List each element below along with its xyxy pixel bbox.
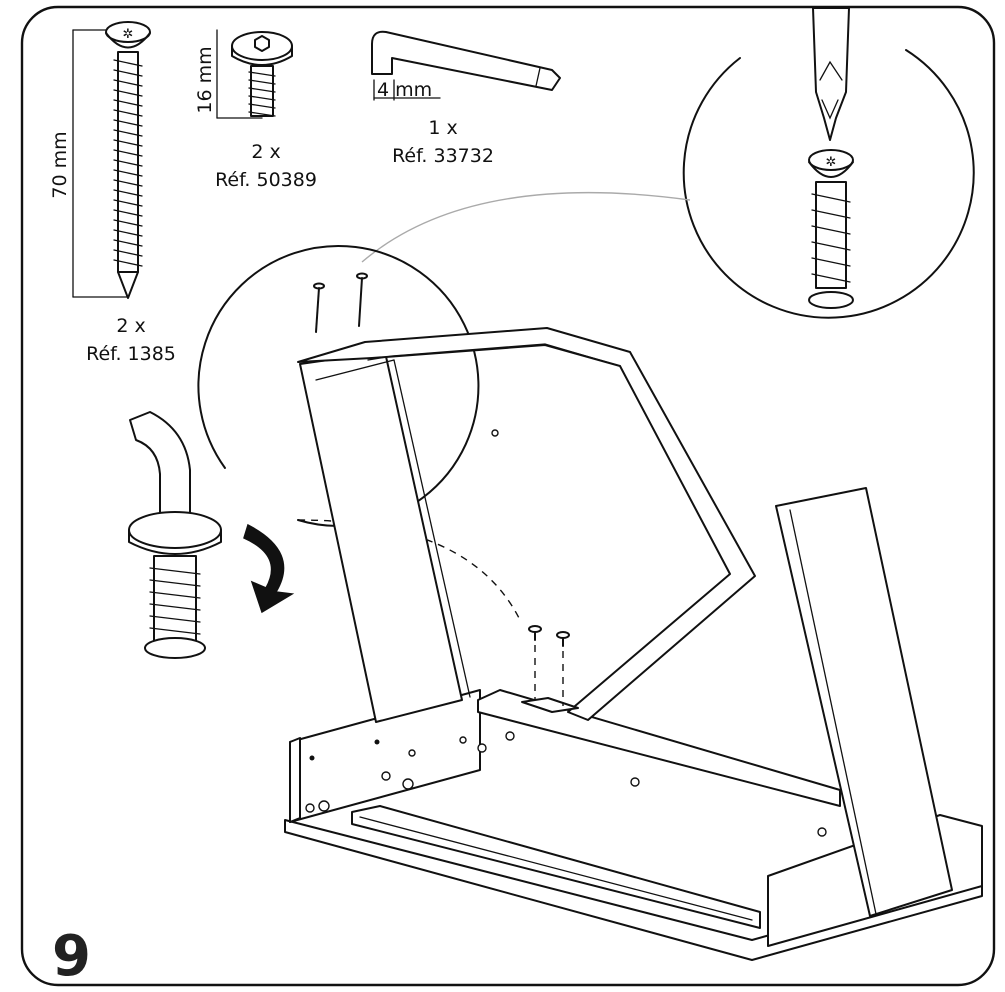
long-screw-part: 70 mm ✲ 2 x Réf. 1385 — [49, 21, 176, 365]
bolt-part: 16 mm 2 x Réf. 50389 — [194, 29, 317, 191]
cross-rail — [351, 805, 761, 929]
allen-key-size-label: 4 mm — [377, 79, 432, 101]
allen-key-icon — [371, 30, 561, 91]
furniture-assembly — [284, 272, 983, 961]
screwdriver-detail-callout: ✲ — [361, 7, 975, 319]
top-screw-right-icon — [356, 272, 368, 327]
svg-text:✲: ✲ — [123, 27, 134, 42]
bolt-reference: Réf. 50389 — [215, 169, 317, 191]
page-frame — [20, 5, 996, 987]
top-screw-left-icon — [313, 282, 325, 333]
bracket-bolt-right-icon — [556, 631, 570, 706]
rotate-clockwise-arrow-icon — [243, 523, 295, 614]
top-frame — [297, 327, 756, 721]
long-rail — [477, 689, 841, 807]
screwdriver-icon — [812, 7, 850, 141]
bracket-bolt-left-icon — [528, 625, 542, 700]
allen-key-insert-icon — [128, 411, 222, 659]
bolt-quantity: 2 x — [251, 141, 280, 163]
countersunk-screw-icon: ✲ — [808, 149, 854, 309]
svg-text:✲: ✲ — [826, 155, 837, 170]
allen-key-part: 4 mm 1 x Réf. 33732 — [371, 30, 561, 167]
left-side-panel — [299, 351, 463, 723]
long-screw-reference: Réf. 1385 — [86, 343, 176, 365]
allen-key-detail-callout — [128, 244, 521, 659]
long-screw-quantity: 2 x — [116, 315, 145, 337]
right-side-panel — [775, 487, 953, 917]
long-screw-length-label: 70 mm — [49, 131, 71, 198]
step-number: 9 — [52, 924, 91, 989]
long-screw-icon: ✲ — [105, 21, 151, 299]
bolt-length-label: 16 mm — [194, 46, 216, 113]
bolt-icon — [231, 31, 293, 117]
allen-key-quantity: 1 x — [428, 117, 457, 139]
allen-key-reference: Réf. 33732 — [392, 145, 494, 167]
